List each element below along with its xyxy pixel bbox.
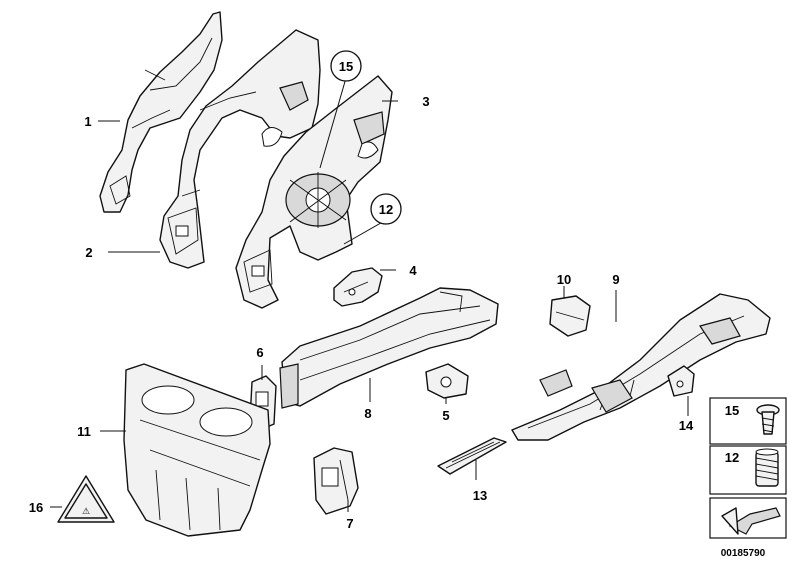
spring-nut-icon (755, 448, 779, 487)
part-4-bracket (333, 267, 383, 307)
callout-15: 15 (339, 59, 353, 74)
callout-8: 8 (364, 406, 371, 421)
part-13-reinforcement (437, 437, 507, 475)
part-1-wheelhouse-strut (99, 11, 223, 213)
part-11-radiator-carrier (123, 363, 271, 537)
circled-callouts: 15 12 (330, 50, 402, 225)
callout-5: 5 (442, 408, 449, 423)
part-8-side-member (279, 287, 499, 409)
legend-label-12: 12 (725, 450, 739, 465)
part-7-bracket (313, 447, 359, 515)
part-16-warning-label: ⚠ (57, 475, 115, 523)
callout-9: 9 (612, 272, 619, 287)
callout-4: 4 (409, 263, 417, 278)
diagram-reference-number: 00185790 (721, 548, 766, 559)
leader-lines (50, 77, 689, 512)
callout-labels: 1 2 3 4 5 6 7 8 9 10 11 16 13 14 (29, 94, 694, 531)
callout-14: 14 (679, 418, 694, 433)
callout-3: 3 (422, 94, 429, 109)
callout-11: 11 (77, 424, 91, 439)
callout-1: 1 (84, 114, 91, 129)
callout-16: 16 (29, 500, 43, 515)
bolt-icon (756, 404, 780, 435)
callout-2: 2 (85, 245, 92, 260)
part-10-bracket (549, 295, 591, 337)
part-14-bracket (667, 365, 695, 397)
callout-7: 7 (346, 516, 353, 531)
warning-label-glyph: ⚠ (82, 506, 90, 516)
part-5-mount (425, 363, 469, 399)
part-3-wheelhouse-dome (235, 75, 393, 309)
legend-label-15: 15 (725, 403, 739, 418)
callout-12: 12 (379, 202, 393, 217)
callout-10: 10 (557, 272, 571, 287)
callout-6: 6 (256, 345, 263, 360)
arrow-icon (721, 507, 781, 535)
part-9-frame-member (511, 293, 771, 441)
fastener-legend: 15 12 00185790 (709, 397, 787, 559)
callout-13: 13 (473, 488, 487, 503)
